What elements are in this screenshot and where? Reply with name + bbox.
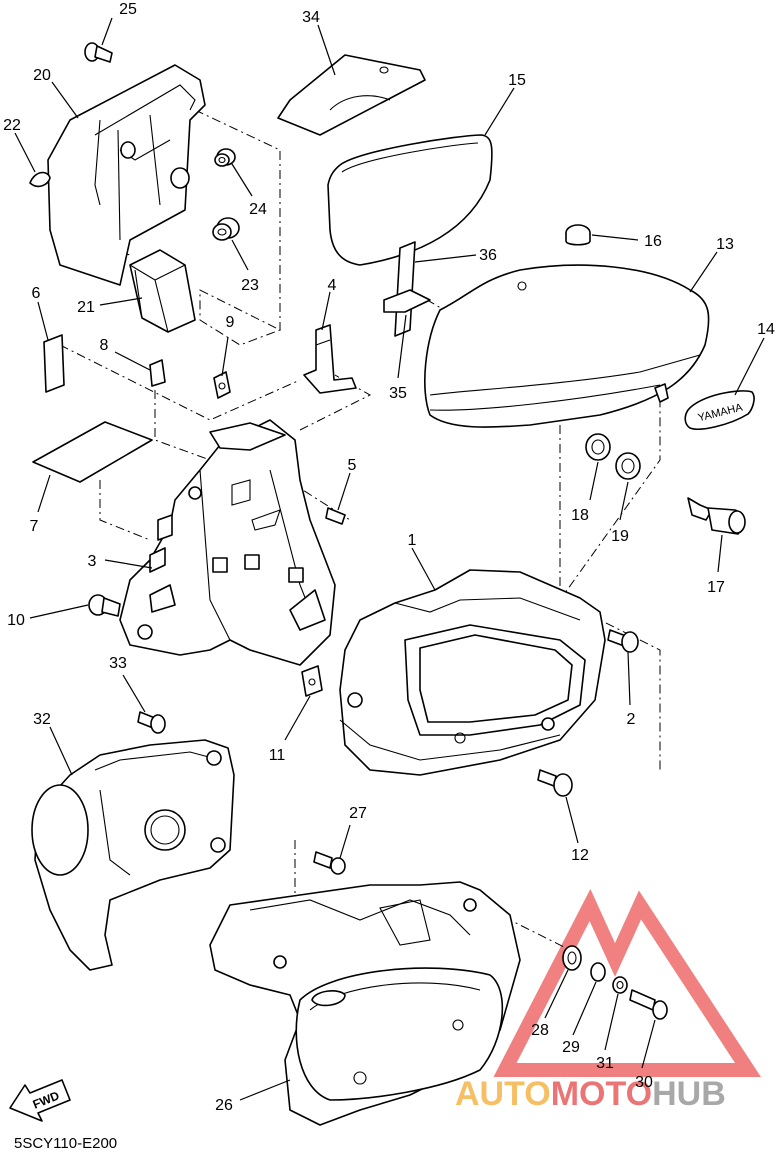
diagram-code: 5SCY110-E200: [14, 1135, 117, 1152]
seal-35[interactable]: [383, 289, 431, 313]
bolt-33[interactable]: [137, 711, 166, 734]
callout-21: 21: [77, 299, 95, 316]
lock-17[interactable]: [687, 497, 746, 535]
pad-7[interactable]: [32, 421, 153, 483]
callout-11: 11: [269, 747, 286, 764]
callout-20: 20: [33, 67, 51, 84]
callout-22: 22: [3, 117, 21, 134]
fwd-arrow-icon: FWD: [9, 1079, 71, 1122]
bolt-25[interactable]: [84, 42, 113, 63]
pad-6[interactable]: [43, 334, 65, 393]
clip-8[interactable]: [149, 359, 166, 387]
bracket-4[interactable]: [303, 324, 357, 394]
bolt-27[interactable]: [313, 851, 346, 875]
watermark-logo: AUTOMOTOHUB: [455, 888, 761, 1113]
callout-18: 18: [571, 507, 589, 524]
callout-10: 10: [7, 612, 25, 629]
callout-34: 34: [302, 9, 320, 26]
callout-23: 23: [241, 277, 259, 294]
callout-28: 28: [531, 1022, 549, 1039]
grommet-16[interactable]: [565, 224, 591, 246]
callout-15: 15: [508, 72, 526, 89]
callout-labels: 1 2 3 4 5 6 7 8 9 10 11 12 13 14 15 16 1…: [3, 1, 775, 1114]
clip-22[interactable]: [29, 171, 51, 188]
callout-6: 6: [32, 285, 41, 302]
callout-9: 9: [226, 314, 235, 331]
battery-box-3[interactable]: [119, 419, 336, 666]
callout-27: 27: [349, 805, 367, 822]
callout-12: 12: [571, 847, 589, 864]
screw-5[interactable]: [325, 507, 346, 525]
callout-33: 33: [109, 655, 127, 672]
emblem-14[interactable]: YAMAHA: [684, 390, 755, 430]
callout-4: 4: [328, 277, 337, 294]
sprocket-cover-32[interactable]: [31, 739, 235, 971]
grommet-24[interactable]: [214, 148, 236, 167]
bolt-2[interactable]: [607, 629, 639, 653]
callout-14: 14: [757, 321, 775, 338]
callout-31: 31: [596, 1055, 614, 1072]
callout-2: 2: [627, 711, 636, 728]
duct-cover-1[interactable]: [339, 569, 606, 776]
watermark-triangle: [493, 888, 761, 1077]
washer-31[interactable]: [612, 976, 628, 994]
collar-29[interactable]: [590, 962, 606, 982]
leader-lines: [14, 17, 765, 1101]
callout-5: 5: [348, 457, 357, 474]
watermark-text: AUTOMOTOHUB: [455, 1075, 726, 1113]
callout-24: 24: [249, 201, 267, 218]
callout-3: 3: [88, 553, 97, 570]
bushing-19[interactable]: [615, 452, 641, 480]
side-cover-20[interactable]: [47, 64, 206, 286]
callout-16: 16: [644, 233, 662, 250]
nut-18[interactable]: [585, 433, 611, 461]
side-panel-15[interactable]: [327, 134, 493, 266]
callout-7: 7: [30, 518, 39, 535]
bolt-30[interactable]: [629, 989, 668, 1020]
callout-1: 1: [408, 532, 417, 549]
callout-26: 26: [215, 1097, 233, 1114]
callout-19: 19: [611, 528, 629, 545]
callout-36: 36: [479, 247, 497, 264]
callout-25: 25: [119, 1, 137, 18]
callout-8: 8: [100, 337, 109, 354]
crank-cover-26[interactable]: [209, 881, 521, 1126]
grommet-23[interactable]: [212, 217, 240, 241]
callout-32: 32: [33, 711, 51, 728]
clip-11[interactable]: [301, 665, 323, 697]
grommet-28[interactable]: [562, 945, 582, 971]
callout-29: 29: [562, 1039, 580, 1056]
damper-21[interactable]: [129, 249, 196, 333]
cover-13[interactable]: [424, 264, 710, 428]
callout-13: 13: [716, 236, 734, 253]
callout-35: 35: [389, 385, 407, 402]
bolt-12[interactable]: [537, 769, 573, 797]
label-34[interactable]: [277, 54, 426, 136]
callout-17: 17: [707, 579, 725, 596]
bolt-10[interactable]: [88, 594, 121, 617]
callout-30: 30: [635, 1074, 653, 1091]
